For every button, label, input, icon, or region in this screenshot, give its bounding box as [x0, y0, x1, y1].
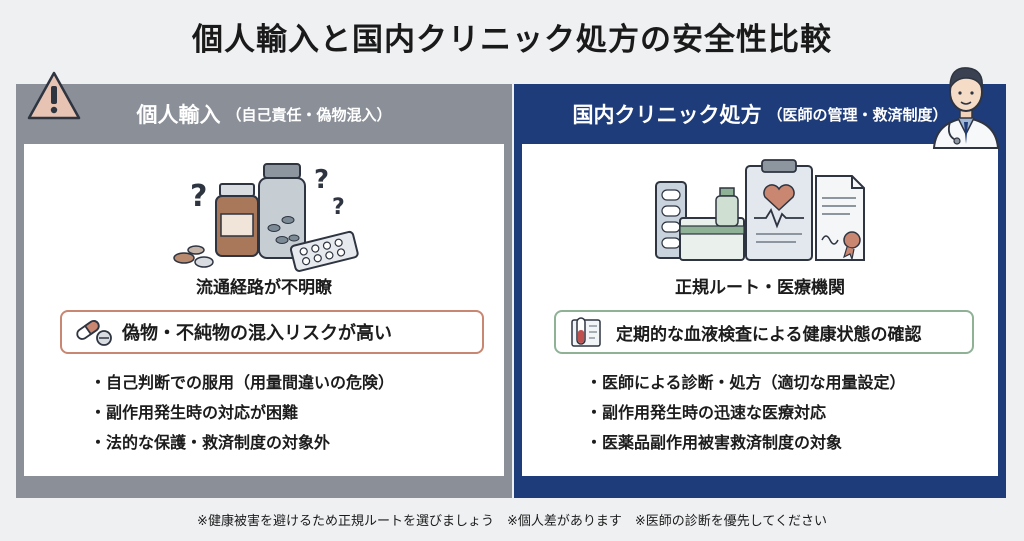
clinic-prescription-panel: 国内クリニック処方 （医師の管理・救済制度） — [514, 84, 1006, 498]
personal-import-body: ? ? ? — [24, 144, 504, 476]
personal-import-bullet-list: ・自己判断での服用（用量間違いの危険） ・副作用発生時の対応が困難 ・法的な保護… — [90, 368, 394, 458]
clinic-blood-test-text: 定期的な血液検査による健康状態の確認 — [616, 324, 922, 345]
clinic-prescription-header: 国内クリニック処方 （医師の管理・救済制度） — [514, 84, 1006, 144]
list-item: ・医薬品副作用被害救済制度の対象 — [586, 433, 843, 452]
list-item: ・副作用発生時の迅速な医療対応 — [586, 403, 827, 422]
clinic-prescription-caption: 正規ルート・医療機関 — [675, 278, 845, 298]
clinic-prescription-header-subtitle: （医師の管理・救済制度） — [767, 105, 948, 124]
clinic-prescription-header-title: 国内クリニック処方 — [572, 103, 762, 127]
clinic-prescription-bullet-list: ・医師による診断・処方（適切な用量設定） ・副作用発生時の迅速な医療対応 ・医薬… — [586, 368, 906, 458]
list-item: ・法的な保護・救済制度の対象外 — [90, 433, 331, 452]
list-item: ・自己判断での服用（用量間違いの危険） — [90, 373, 395, 392]
personal-import-header-title: 個人輸入 — [136, 103, 221, 127]
svg-text:?: ? — [314, 165, 329, 195]
medicine-bottles-question-icon: ? ? ? — [24, 158, 504, 274]
svg-text:?: ? — [332, 195, 345, 220]
footer-notes: ※健康被害を避けるため正規ルートを選びましょう ※個人差があります ※医師の診断… — [197, 514, 827, 529]
personal-import-risk-callout: 偽物・不純物の混入リスクが高い — [60, 310, 484, 354]
personal-import-caption: 流通経路が不明瞭 — [196, 278, 332, 298]
doctor-icon — [932, 67, 1000, 149]
personal-import-header-subtitle: （自己責任・偽物混入） — [226, 105, 392, 124]
svg-text:?: ? — [190, 179, 207, 214]
clinic-prescription-body: 正規ルート・医療機関 定期的な血液検査による健康状態の確認 ・医師による診断・処… — [522, 144, 998, 476]
warning-triangle-icon — [27, 71, 81, 120]
medical-documents-icon — [522, 158, 998, 274]
page-title: 個人輸入と国内クリニック処方の安全性比較 — [192, 22, 832, 58]
list-item: ・副作用発生時の対応が困難 — [90, 403, 299, 422]
clinic-blood-test-callout: 定期的な血液検査による健康状態の確認 — [554, 310, 974, 354]
personal-import-risk-text: 偽物・不純物の混入リスクが高い — [122, 323, 392, 344]
personal-import-panel: 個人輸入 （自己責任・偽物混入） ? ? ? — [16, 84, 512, 498]
blood-test-tube-icon — [571, 317, 601, 347]
list-item: ・医師による診断・処方（適切な用量設定） — [586, 373, 906, 392]
personal-import-header: 個人輸入 （自己責任・偽物混入） — [16, 84, 512, 144]
capsule-pill-icon — [76, 320, 112, 346]
